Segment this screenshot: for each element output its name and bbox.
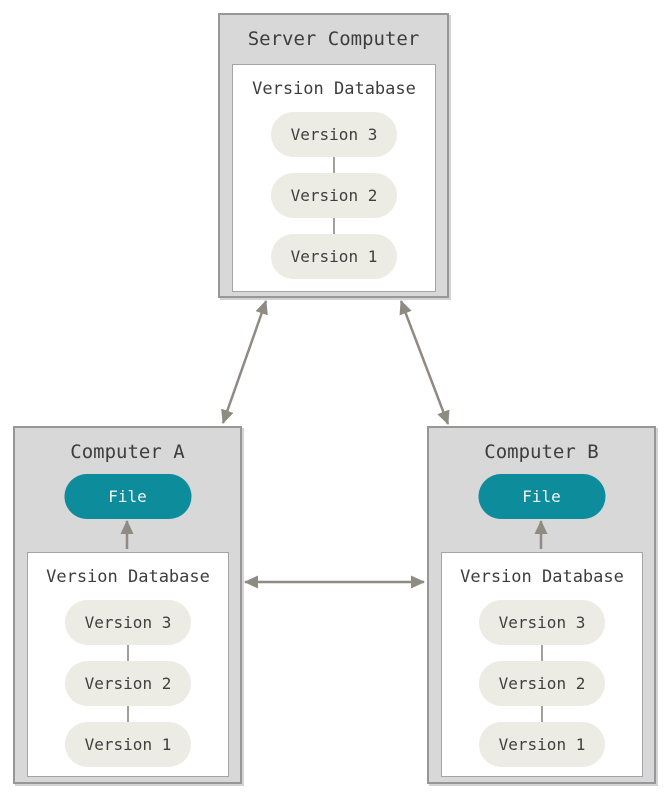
computer-a-file-node: File — [64, 474, 191, 519]
computer-a-title: Computer A — [70, 441, 185, 463]
computer-b-connector-line — [541, 645, 543, 661]
computer-b-file-node: File — [478, 474, 605, 519]
server-version-2-node: Version 2 — [271, 173, 397, 218]
server-computer-box: Server Computer Version Database Version… — [218, 13, 449, 298]
computer-a-version-2-node: Version 2 — [65, 661, 191, 706]
server-computer-title: Server Computer — [247, 28, 420, 50]
server-version-stack: Version 3 Version 2 Version 1 — [233, 112, 435, 279]
edge-server-to-computer-b — [399, 300, 450, 425]
computer-b-version-stack: Version 3 Version 2 Version 1 — [442, 600, 642, 767]
computer-a-version-stack: Version 3 Version 2 Version 1 — [28, 600, 228, 767]
server-version-3-node: Version 3 — [271, 112, 397, 157]
edge-server-to-computer-a — [221, 300, 268, 424]
computer-b-version-1-node: Version 1 — [479, 722, 605, 767]
server-connector-line — [333, 157, 335, 173]
server-version-1-node: Version 1 — [271, 234, 397, 279]
computer-a-version-database-box: Version Database Version 3 Version 2 Ver… — [27, 552, 229, 777]
computer-b-connector-line — [541, 706, 543, 722]
computer-b-version-3-node: Version 3 — [479, 600, 605, 645]
computer-a-version-database-label: Version Database — [46, 567, 210, 587]
computer-b-title: Computer B — [484, 441, 599, 463]
server-connector-line — [333, 218, 335, 234]
computer-a-connector-line — [127, 645, 129, 661]
computer-b-version-2-node: Version 2 — [479, 661, 605, 706]
computer-a-connector-line — [127, 706, 129, 722]
computer-a-version-1-node: Version 1 — [65, 722, 191, 767]
computer-b-box: Computer B File Version Database Version… — [427, 426, 656, 784]
computer-b-version-database-box: Version Database Version 3 Version 2 Ver… — [441, 552, 643, 777]
computer-b-version-database-label: Version Database — [460, 567, 624, 587]
computer-a-box: Computer A File Version Database Version… — [13, 426, 242, 784]
computer-a-version-3-node: Version 3 — [65, 600, 191, 645]
server-version-database-box: Version Database Version 3 Version 2 Ver… — [232, 64, 436, 292]
server-version-database-label: Version Database — [252, 79, 416, 99]
